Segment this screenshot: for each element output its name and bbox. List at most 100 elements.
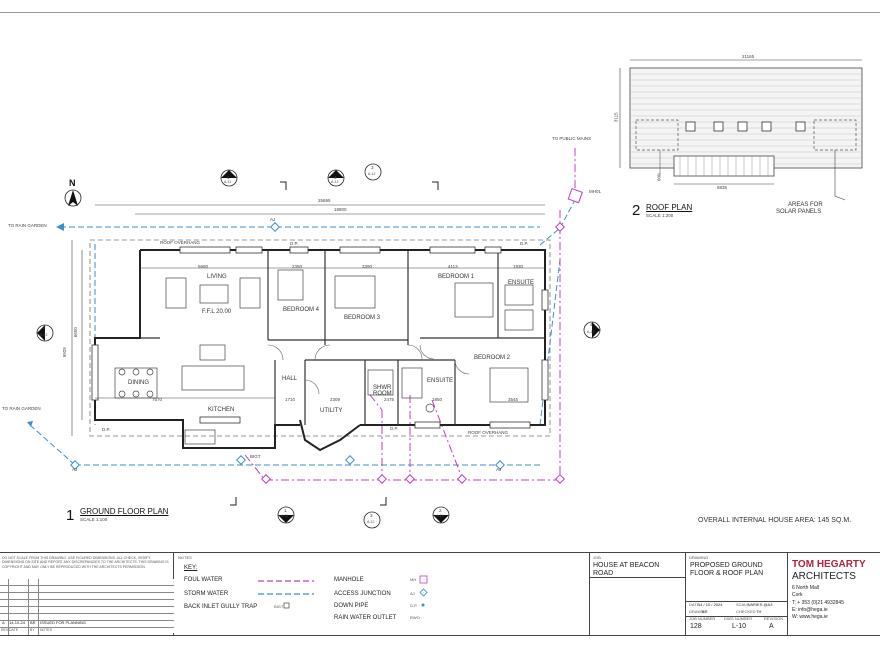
door-swings	[267, 344, 470, 395]
access-junctions	[261, 222, 565, 484]
solar-label-2: SOLAR PANELS	[776, 209, 822, 215]
overall-area: OVERALL INTERNAL HOUSE AREA: 145 SQ.M.	[698, 517, 852, 524]
sm-3-sheet: A-12	[331, 180, 339, 184]
dwg-number: L-10	[732, 623, 747, 630]
job-number: 128	[690, 623, 702, 630]
room-label-hall: HALL	[282, 376, 298, 382]
rev-row-letter: A	[2, 620, 5, 625]
revision-grid-col3	[38, 579, 39, 635]
sm-4-sheet: A-12	[40, 333, 48, 337]
revisions-panel: DO NOT SCALE FROM THIS DRAWING. USE FIGU…	[0, 553, 174, 635]
aj-label-3: AJ	[496, 467, 502, 472]
sm-6-sheet: A-11	[281, 514, 289, 518]
roof-overhang-bottom: ROOF OVERHANG	[468, 430, 509, 435]
drawn-value: BR	[702, 609, 708, 614]
sm-4-num: 2	[43, 325, 46, 330]
furniture	[114, 269, 534, 445]
solar-label-1: AREAS FOR	[788, 202, 823, 208]
sm-7-num: 3	[370, 513, 373, 518]
drawing-divider-2	[686, 616, 788, 617]
room-label-ensuite-upper: ENSUITE	[508, 280, 535, 286]
room-label-bedroom2: BEDROOM 2	[474, 355, 511, 361]
foul-water-lines	[244, 148, 576, 481]
key-sym-aj: AJ	[410, 591, 415, 596]
to-rain-garden-top: TO RAIN GARDEN	[8, 223, 47, 228]
drawing-divider-1	[686, 601, 788, 602]
room-label-bedroom4: BEDROOM 4	[283, 307, 320, 313]
dim-height-inner: 6650	[72, 327, 78, 338]
firm-panel: TOM HEGARTY ARCHITECTS 6 North Mall Cork…	[788, 553, 880, 635]
firm-name-1: TOM HEGARTY	[792, 559, 866, 570]
dim-bed3: 3390	[362, 264, 373, 269]
drawn-label: DRAWN	[689, 609, 704, 614]
scale-value: VARIES @A3	[748, 602, 773, 607]
rev-col-date: DATE	[9, 628, 19, 632]
room-label-ensuite-lower: ENSUITE	[427, 378, 454, 384]
dim-roof-width: 21165	[742, 54, 755, 59]
dim-height-outer: 9929	[61, 347, 67, 358]
key-access-junction: ACCESS JUNCTION	[334, 591, 391, 597]
key-sym-mh: MH	[410, 577, 417, 582]
revision-label: REVISION	[764, 616, 784, 621]
arrow-left-bottom	[27, 421, 33, 427]
key-rwo: RAIN WATER OUTLET	[334, 615, 397, 621]
arrow-left-top	[56, 223, 64, 231]
sm-1-num: 1	[227, 175, 230, 180]
firm-email: E: info@hega.ie	[792, 607, 828, 613]
dp-label-2: D.P.	[520, 241, 529, 246]
dp-label-4: D.P.	[390, 426, 399, 431]
dim-roof-height: 3115	[613, 112, 619, 123]
firm-address-1: 6 North Mall	[792, 585, 819, 591]
aj-label-2: AJ	[72, 467, 78, 472]
sm-2-num: 3	[371, 165, 374, 170]
room-label-living: LIVING	[207, 274, 227, 280]
key-point-symbols	[419, 575, 428, 607]
dp-label-1: D.P.	[290, 241, 299, 246]
revision-grid-cols	[8, 579, 9, 635]
dim-ens: 1930	[513, 264, 524, 269]
room-label-shwr: SHWR ROOM	[373, 385, 392, 397]
to-rain-garden-left: TO RAIN GARDEN	[2, 406, 41, 411]
section-leaders	[230, 181, 439, 506]
ground-plan-number: 1	[66, 507, 75, 524]
to-public-mains: TO PUBLIC MAINS	[552, 136, 592, 141]
room-label-kitchen: KITCHEN	[208, 407, 235, 413]
north-label: N	[69, 178, 76, 188]
roof-plan-number: 2	[632, 202, 641, 219]
sm-2-sheet: A-12	[368, 172, 376, 176]
firm-tel: T: + 353 (0)21 4932845	[792, 600, 844, 606]
dimension-lines	[71, 204, 545, 436]
dp-label-3: D.P.	[102, 427, 111, 432]
key-panel: NOTES KEY: FOUL WATER STORM WATER BACK I…	[174, 553, 590, 635]
dim-bed1: 4113	[448, 264, 458, 269]
key-down-pipe: DOWN PIPE	[334, 603, 369, 609]
windows	[91, 246, 549, 429]
sm-3-num: 4	[334, 175, 337, 180]
firm-web: W: www.hega.ie	[792, 614, 828, 620]
room-label-bedroom3: BEDROOM 3	[344, 315, 381, 321]
section-markers	[36, 163, 601, 529]
scale-label: SCALE	[736, 602, 750, 607]
dim-bed4: 2350	[292, 264, 303, 269]
bigt-label: BIGT	[250, 454, 261, 459]
job-number-label: JOB NUMBER	[689, 616, 716, 621]
key-notes-header: NOTES	[178, 555, 192, 560]
checked-value: TH	[756, 609, 762, 614]
sm-5-sheet: A-12	[587, 330, 595, 334]
interior-walls	[140, 250, 545, 425]
key-sym-bigt: BIGT	[274, 604, 284, 609]
date-value: 14 / 10 / 2024	[698, 602, 723, 607]
revision-value: A	[769, 623, 774, 630]
room-label-dining: DINING	[128, 380, 149, 386]
roof-overhang-top: ROOF OVERHANG	[160, 240, 201, 245]
manhole-mh01	[567, 187, 583, 204]
dim-bed2: 3545	[508, 397, 519, 402]
building-walls	[94, 249, 546, 452]
dim-living: 5680	[198, 264, 209, 269]
rev-row-desc: ISSUED FOR PLANNING	[40, 620, 87, 625]
drawing-label: DRAWING	[689, 555, 709, 560]
revision-grid-col2	[28, 579, 29, 635]
north-arrow-icon	[64, 189, 82, 207]
sm-8-sheet: A-11	[436, 514, 444, 518]
aj-label-1: AJ	[270, 217, 276, 222]
